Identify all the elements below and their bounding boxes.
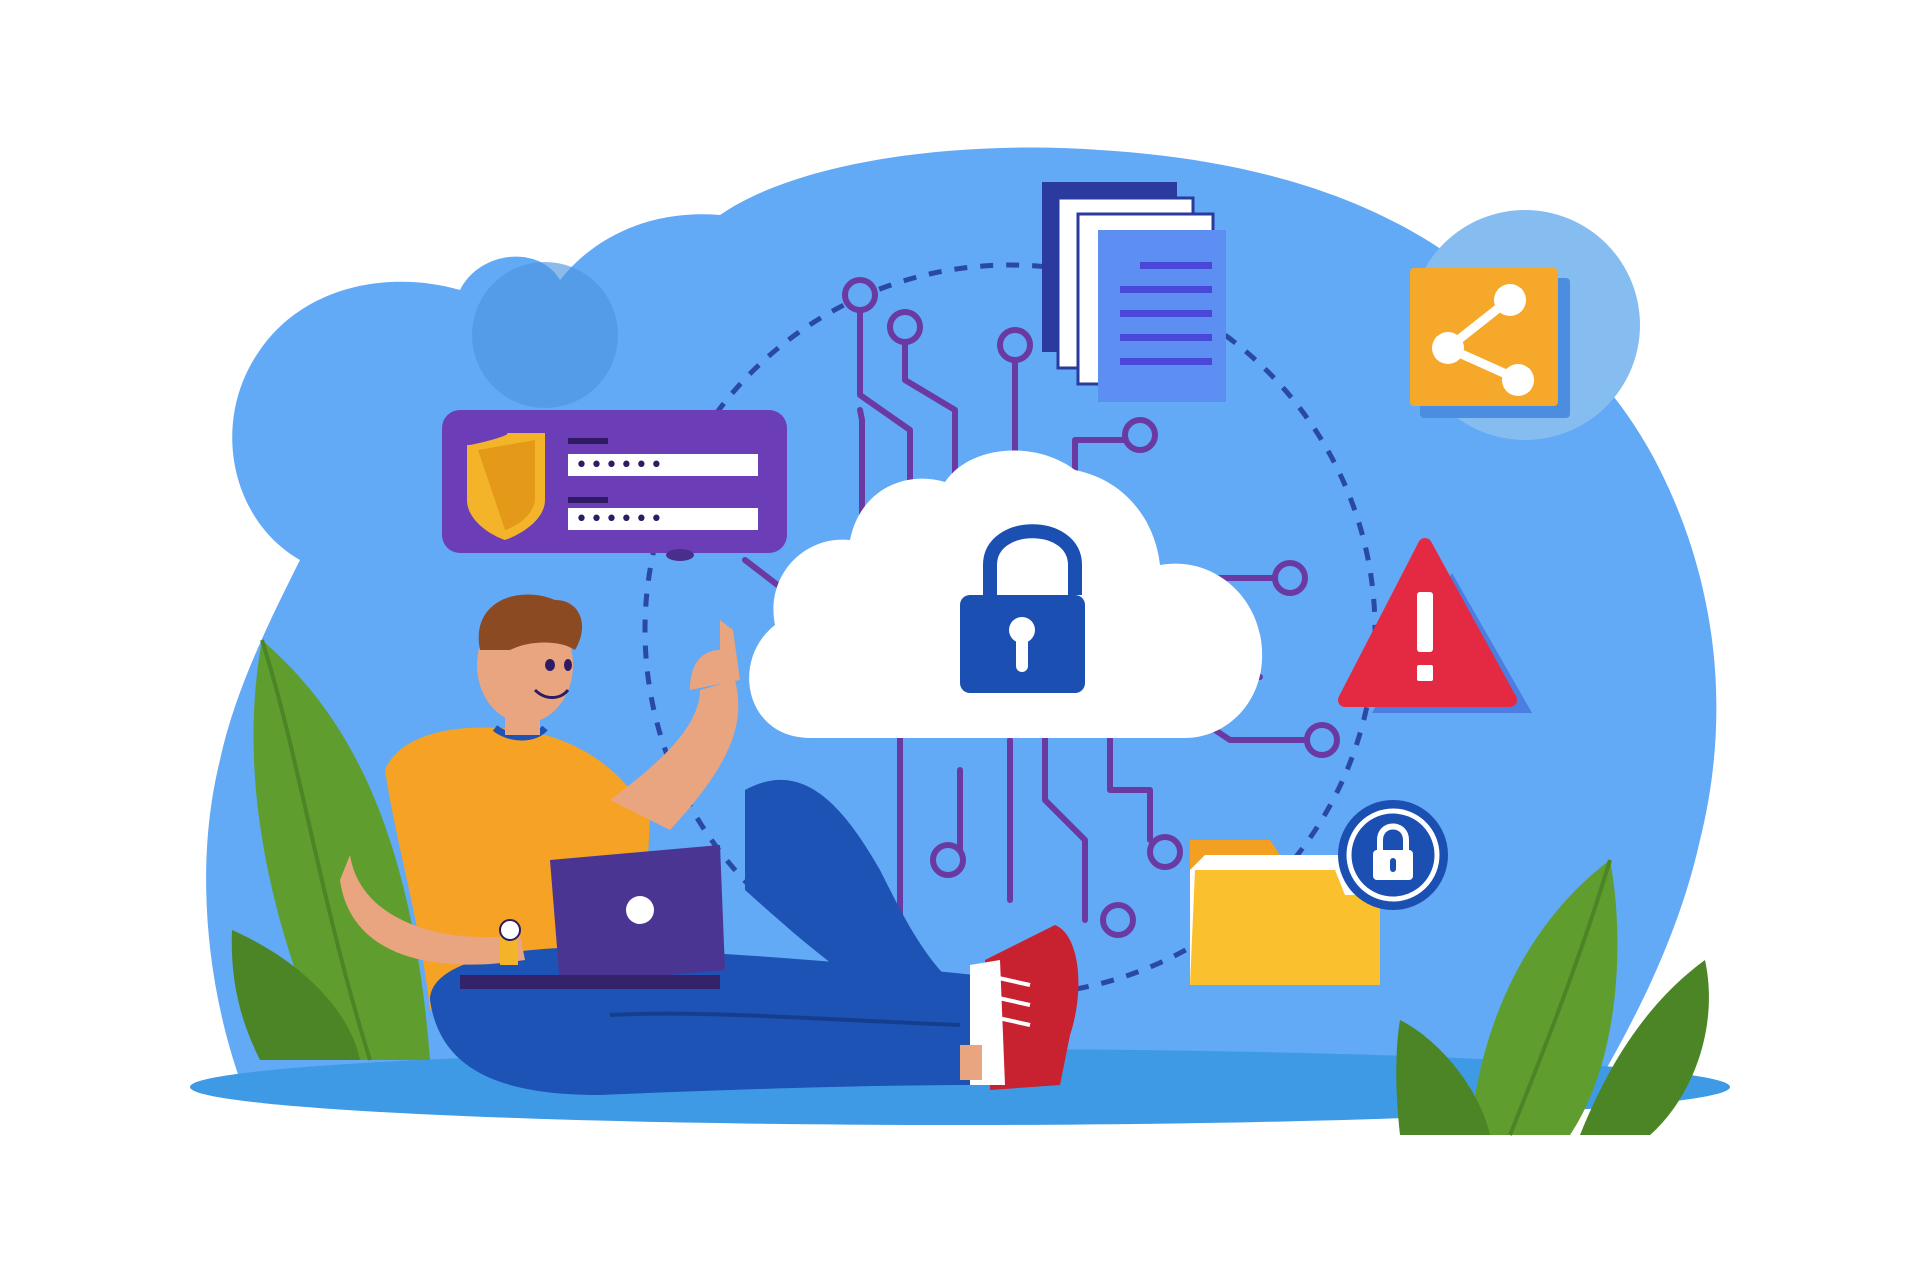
bubble-top-left [472, 262, 618, 408]
person [340, 594, 1079, 1095]
password-panel: •••••• •••••• [442, 410, 787, 561]
shield-icon [467, 433, 545, 540]
documents-icon [1042, 182, 1226, 402]
warning-icon [1338, 538, 1532, 713]
left-plant [231, 639, 430, 1061]
cloud [749, 450, 1263, 738]
share-icon [1410, 268, 1570, 418]
laptop-icon [460, 845, 725, 989]
right-plant [1396, 859, 1709, 1136]
password-field-1: •••••• [575, 453, 665, 478]
watch-icon [499, 919, 521, 965]
padlock-icon [960, 524, 1085, 693]
folder-icon [1190, 840, 1380, 985]
password-field-2: •••••• [575, 507, 665, 532]
folder-lock-badge [1338, 800, 1448, 910]
